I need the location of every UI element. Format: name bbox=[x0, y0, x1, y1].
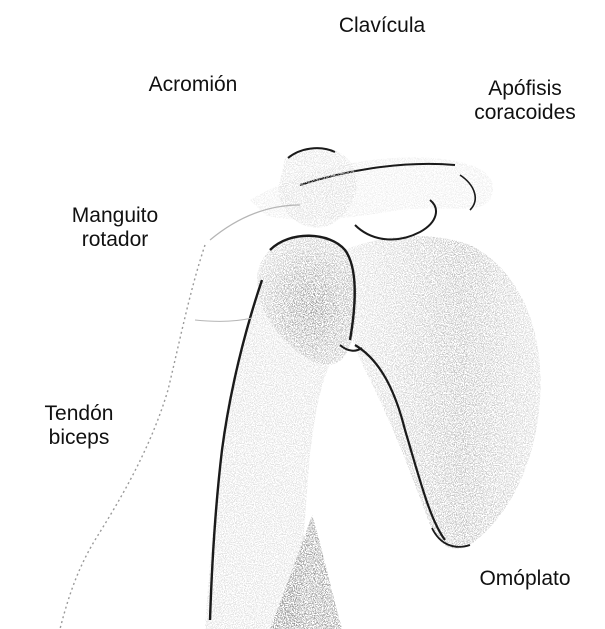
label-apofisis-coracoides: Apófisis coracoides bbox=[450, 77, 600, 125]
label-omoplato: Omóplato bbox=[460, 567, 590, 591]
label-acromion: Acromión bbox=[128, 73, 258, 97]
label-tendon-biceps: Tendón biceps bbox=[24, 402, 134, 450]
label-manguito-rotador: Manguito rotador bbox=[50, 204, 180, 252]
scapula-shape bbox=[344, 236, 541, 549]
label-clavicula: Clavícula bbox=[322, 14, 442, 38]
